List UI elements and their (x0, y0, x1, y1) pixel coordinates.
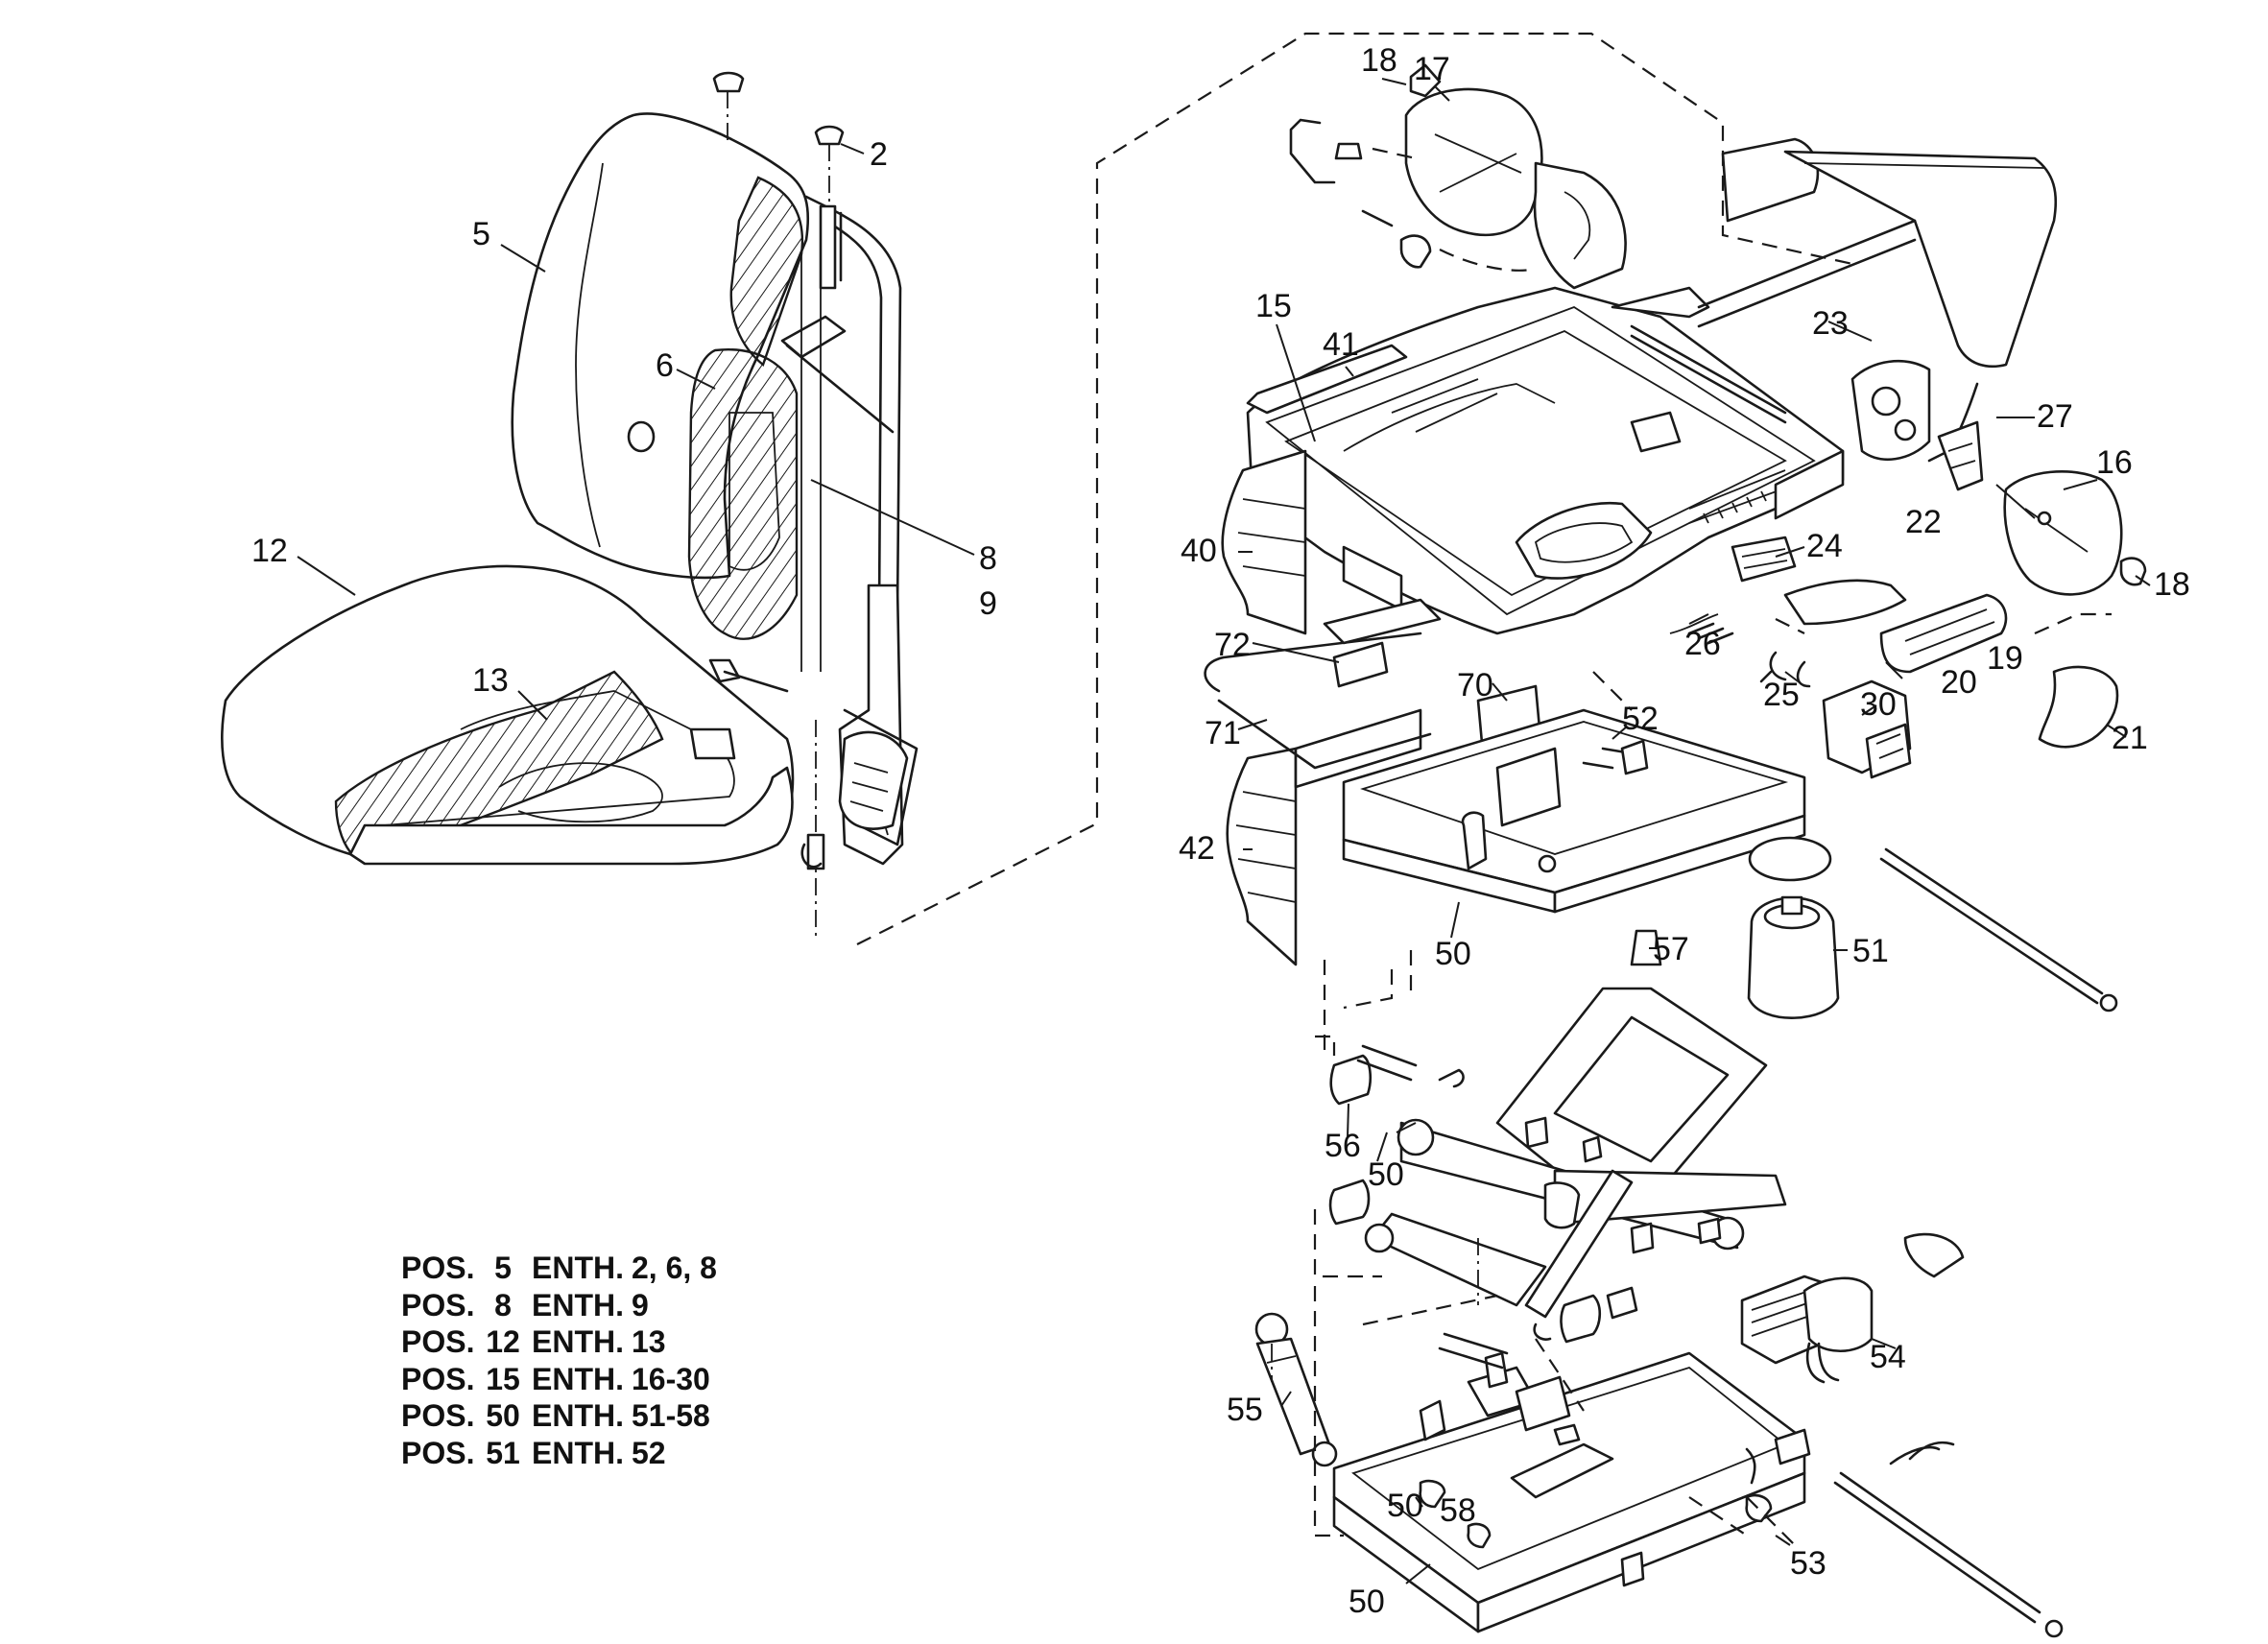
part-label-26: 26 (1684, 626, 1721, 662)
legend-contains: 13 (632, 1324, 666, 1359)
legend-row: POS. 15 ENTH. 16-30 (401, 1361, 747, 1398)
part-label-41: 41 (1323, 326, 1359, 363)
assembly-guides (1271, 618, 1805, 1546)
air-spring (1630, 836, 1840, 1019)
contents-legend: POS. 5 ENTH. 2, 6, 8 POS. 8 ENTH. 9 POS.… (401, 1250, 747, 1471)
legend-contains: 51-58 (632, 1398, 710, 1433)
part-label-50-lower: 50 (1349, 1584, 1385, 1620)
part-label-30: 30 (1860, 686, 1897, 723)
legend-pos-label: POS. (401, 1398, 475, 1433)
seat-cushion (221, 564, 795, 866)
part-label-54: 54 (1870, 1339, 1906, 1375)
headrest-parts (1289, 63, 1627, 290)
legend-pos-label: POS. (401, 1435, 475, 1470)
part-label-71: 71 (1205, 715, 1241, 751)
scissor-mechanism (1328, 987, 1787, 1341)
legend-row: POS. 51 ENTH. 52 (401, 1435, 747, 1472)
legend-enth-label: ENTH. (532, 1251, 624, 1285)
upper-base-plate (1342, 708, 1806, 914)
legend-pos-number: 5 (494, 1251, 512, 1285)
shock-absorber (1254, 1312, 1338, 1467)
legend-row: POS. 8 ENTH. 9 (401, 1287, 747, 1324)
part-label-25: 25 (1763, 677, 1800, 713)
legend-contains: 16-30 (632, 1361, 710, 1396)
part-label-56: 56 (1325, 1128, 1361, 1164)
legend-enth-label: ENTH. (532, 1324, 624, 1359)
legend-contains: 9 (632, 1287, 649, 1322)
legend-enth-label: ENTH. (532, 1435, 624, 1470)
upper-rails (1697, 137, 2058, 491)
legend-pos-label: POS. (401, 1361, 475, 1396)
part-label-8: 8 (979, 540, 997, 577)
legend-pos-label: POS. (401, 1251, 475, 1285)
legend-pos-label: POS. (401, 1324, 475, 1359)
legend-contains: 52 (632, 1435, 666, 1470)
backrest-frame (780, 195, 919, 866)
assembly-boundary (856, 32, 1853, 945)
part-label-22: 22 (1905, 504, 1942, 540)
part-label-6: 6 (656, 347, 674, 384)
long-rods (1833, 847, 2118, 1638)
part-label-13: 13 (472, 662, 509, 699)
part-label-50-upper: 50 (1435, 936, 1471, 972)
backrest-cushion (511, 112, 810, 640)
lower-base-plate (1332, 1286, 1811, 1633)
part-label-21: 21 (2112, 720, 2148, 756)
legend-pos-number: 51 (486, 1435, 520, 1470)
legend-pos-number: 15 (486, 1361, 520, 1396)
part-label-9: 9 (979, 585, 997, 622)
legend-enth-label: ENTH. (532, 1361, 624, 1396)
compressor (1740, 1232, 1965, 1384)
part-label-18-right: 18 (2154, 566, 2190, 603)
part-label-42: 42 (1179, 830, 1215, 867)
part-label-58: 58 (1440, 1492, 1476, 1529)
legend-pos-number: 8 (494, 1287, 512, 1322)
legend-row: POS. 5 ENTH. 2, 6, 8 (401, 1250, 747, 1287)
part-label-17: 17 (1414, 51, 1450, 87)
part-label-2: 2 (870, 136, 888, 173)
seat-assembly (221, 71, 975, 941)
part-label-23: 23 (1812, 305, 1849, 342)
part-labels: 2 5 6 8 9 12 13 15 16 17 18 18 19 20 21 … (251, 42, 2190, 1620)
part-label-55: 55 (1227, 1392, 1263, 1428)
part-label-52: 52 (1622, 701, 1659, 737)
adjustment-levers (1669, 536, 2008, 779)
seat-fasteners (708, 71, 845, 941)
part-label-12: 12 (251, 533, 288, 569)
part-label-57: 57 (1653, 931, 1689, 967)
legend-row: POS. 12 ENTH. 13 (401, 1323, 747, 1361)
part-label-20: 20 (1941, 664, 1977, 701)
side-cover-parts (2003, 470, 2147, 749)
part-label-19: 19 (1987, 640, 2023, 677)
part-label-24: 24 (1806, 528, 1843, 564)
part-label-72: 72 (1214, 627, 1251, 663)
part-label-15: 15 (1255, 288, 1292, 324)
part-label-53: 53 (1790, 1545, 1826, 1582)
seat-frame (1246, 286, 1845, 635)
part-label-70: 70 (1457, 667, 1493, 703)
legend-pos-number: 50 (486, 1398, 520, 1433)
part-label-40: 40 (1181, 533, 1217, 569)
legend-pos-label: POS. (401, 1287, 475, 1322)
part-label-18-top: 18 (1361, 42, 1397, 79)
legend-row: POS. 50 ENTH. 51-58 (401, 1397, 747, 1435)
leader-lines (1237, 78, 2151, 1584)
part-label-27: 27 (2037, 398, 2073, 435)
legend-pos-number: 12 (486, 1324, 520, 1359)
legend-enth-label: ENTH. (532, 1398, 624, 1433)
part-label-50-base: 50 (1387, 1488, 1423, 1524)
bellows (1221, 449, 1422, 966)
part-label-51: 51 (1852, 933, 1889, 969)
part-label-16: 16 (2096, 444, 2133, 481)
suspension-assembly (856, 32, 2151, 1638)
legend-enth-label: ENTH. (532, 1287, 624, 1322)
part-label-5: 5 (472, 216, 490, 252)
legend-contains: 2, 6, 8 (632, 1251, 717, 1285)
part-label-50-scissor: 50 (1368, 1156, 1404, 1193)
